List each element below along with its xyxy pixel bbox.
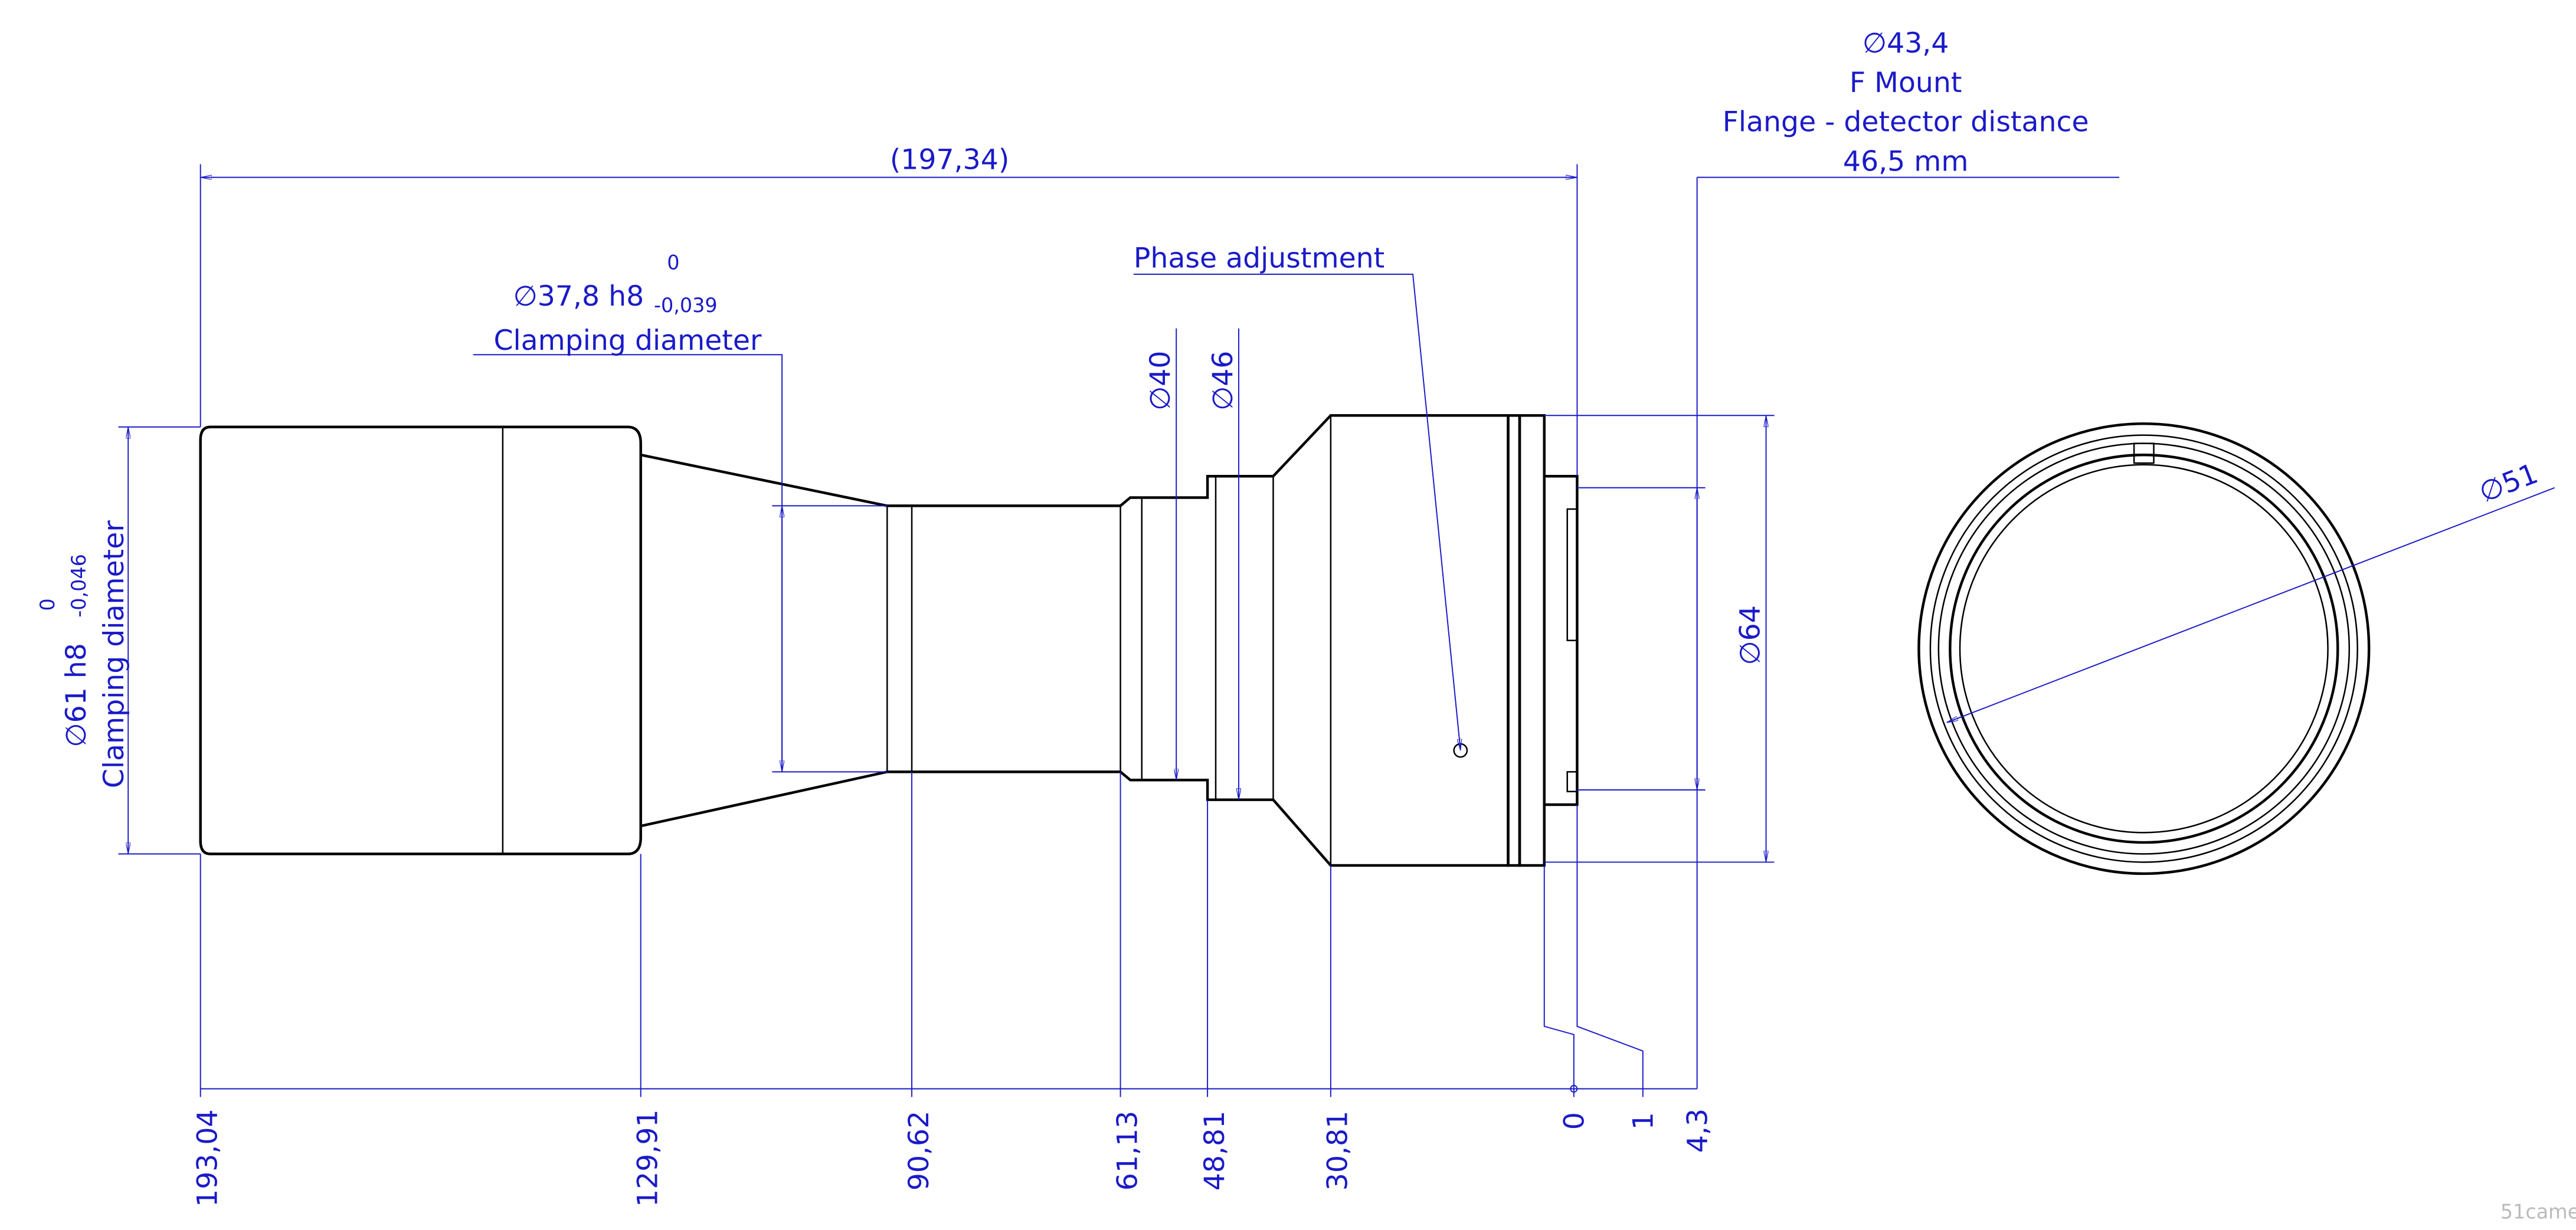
dim-d64: ∅64: [1734, 605, 1766, 665]
lens-front-view: ∅51: [1917, 422, 2555, 875]
pos-label: 1: [1627, 1112, 1659, 1130]
dim-d40: ∅40: [1144, 351, 1177, 411]
pos-label: 90,62: [903, 1111, 935, 1190]
pos-label: 0: [1559, 1112, 1591, 1130]
pos-label: 30,81: [1322, 1111, 1354, 1190]
pos-label: 61,13: [1111, 1111, 1144, 1190]
clamp-small-tol-upper: 0: [667, 251, 679, 274]
pos-label: 48,81: [1199, 1111, 1231, 1190]
clamp-small-dia: ∅37,8 h8: [513, 280, 644, 313]
dim-d46: ∅46: [1207, 351, 1239, 411]
phase-adjustment-label: Phase adjustment: [1134, 242, 1384, 275]
watermark: 51camera: [2500, 1201, 2576, 1224]
pos-label: 129,91: [632, 1109, 665, 1207]
mount-diameter: ∅43,4: [1863, 27, 1949, 60]
clamp-small-label: Clamping diameter: [493, 324, 762, 357]
clamp-large-label: Clamping diameter: [98, 520, 130, 789]
clamp-large-tol-lower: -0,046: [67, 554, 90, 618]
flange-label: Flange - detector distance: [1723, 106, 2089, 139]
pos-label: 4,3: [1681, 1108, 1714, 1153]
dim-d51: ∅51: [2475, 457, 2542, 509]
overall-length: (197,34): [890, 144, 1009, 176]
flange-value: 46,5 mm: [1843, 146, 1969, 178]
clamp-large-tol-upper: 0: [36, 598, 59, 611]
lens-side-view: [199, 414, 1579, 867]
mount-type: F Mount: [1850, 67, 1962, 99]
pos-label: 193,04: [192, 1109, 224, 1207]
clamp-small-tol-lower: -0,039: [654, 294, 718, 317]
clamp-large-dia: ∅61 h8: [60, 643, 93, 747]
position-dimensions: 193,04 129,91 90,62 61,13 48,81 30,81 0 …: [192, 772, 1714, 1207]
